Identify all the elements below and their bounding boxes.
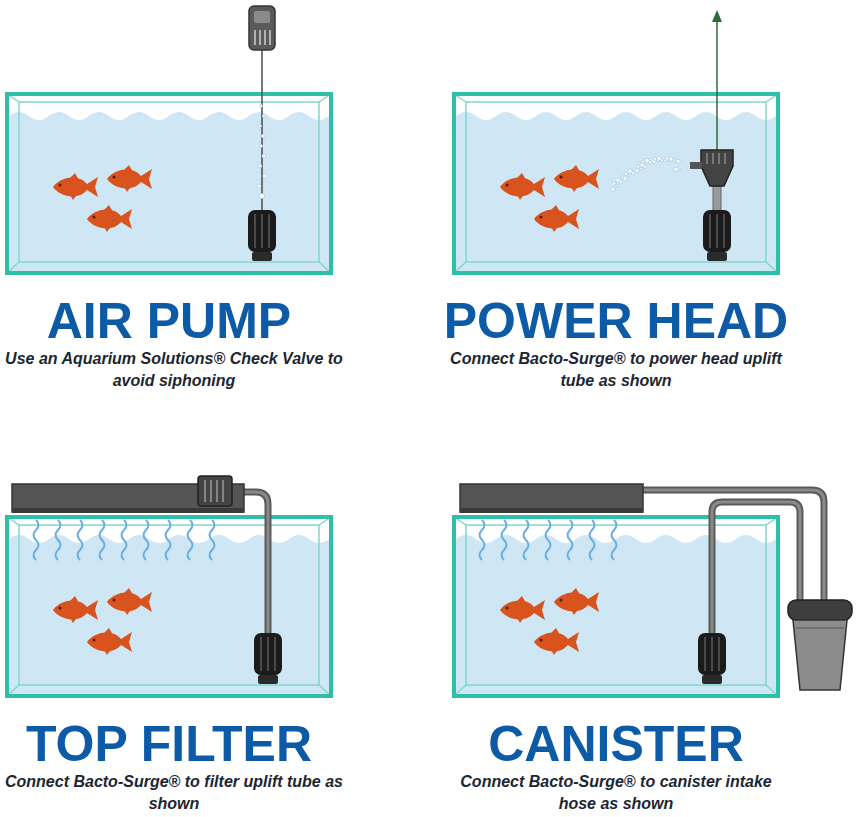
water-ripple	[546, 520, 551, 560]
water-spray	[674, 158, 677, 161]
water-spray	[612, 182, 615, 185]
water-spray	[624, 172, 627, 175]
aquarium-tank	[454, 94, 778, 273]
water-spray	[638, 162, 641, 165]
aquarium-tank	[7, 517, 331, 696]
canister-filter	[460, 484, 852, 690]
water-spray	[645, 158, 649, 162]
water-spray	[679, 167, 682, 170]
panel-caption: Connect Bacto-Surge® to filter uplift tu…	[4, 771, 344, 815]
water-ripple	[590, 520, 595, 560]
water-ripple	[78, 520, 83, 560]
water-spray	[665, 157, 668, 160]
water-spray	[611, 187, 615, 191]
water-spray	[681, 161, 684, 164]
water-ripple	[480, 520, 485, 560]
air-bubble	[263, 174, 267, 178]
air-bubble	[262, 154, 266, 158]
panel-caption: Connect Bacto-Surge® to canister intake …	[446, 771, 786, 815]
air-pump	[248, 6, 276, 261]
panel-caption: Use an Aquarium Solutions® Check Valve t…	[4, 348, 344, 392]
water-ripple	[524, 520, 529, 560]
top-filter	[12, 476, 282, 684]
water-ripple	[144, 520, 149, 560]
air-bubble	[260, 194, 265, 199]
water-spray	[621, 176, 624, 179]
water-spray	[616, 184, 619, 187]
water-ripple	[612, 520, 617, 560]
water-ripple	[122, 520, 127, 560]
water-spray	[633, 168, 636, 171]
water-ripple	[568, 520, 573, 560]
water-spray	[616, 178, 620, 182]
water-ripple	[166, 520, 171, 560]
aquarium-tank	[7, 94, 331, 273]
water-spray	[669, 157, 673, 161]
water-ripple	[210, 520, 215, 560]
water-spray	[641, 160, 644, 163]
air-bubble	[261, 134, 265, 138]
fish-group	[500, 165, 599, 232]
panel-title: TOP FILTER	[26, 719, 312, 769]
water-spray	[640, 167, 643, 170]
air-bubble	[262, 114, 265, 117]
air-bubble	[257, 184, 261, 188]
panel-title: AIR PUMP	[47, 296, 291, 346]
panel-title: CANISTER	[488, 719, 744, 769]
air-bubble	[260, 105, 263, 108]
water-spray	[653, 157, 656, 160]
water-ripple	[188, 520, 193, 560]
water-ripple	[100, 520, 105, 560]
water-spray	[657, 156, 661, 160]
panel-caption: Connect Bacto-Surge® to power head uplif…	[446, 348, 786, 392]
water-spray	[636, 165, 639, 168]
aquarium-tank	[454, 517, 778, 696]
air-bubble	[259, 125, 262, 128]
power-head	[611, 10, 733, 261]
water-spray	[662, 157, 665, 160]
water-spray	[674, 167, 678, 171]
air-bubble	[258, 164, 262, 168]
water-spray	[628, 174, 631, 177]
water-spray	[628, 169, 632, 173]
fish-group	[500, 588, 599, 655]
water-ripple	[502, 520, 507, 560]
fish-group	[53, 165, 152, 232]
water-ripple	[34, 520, 39, 560]
panel-title: POWER HEAD	[444, 296, 788, 346]
fish-group	[53, 588, 152, 655]
water-spray	[650, 158, 653, 161]
water-ripple	[56, 520, 61, 560]
air-bubble	[259, 144, 262, 147]
